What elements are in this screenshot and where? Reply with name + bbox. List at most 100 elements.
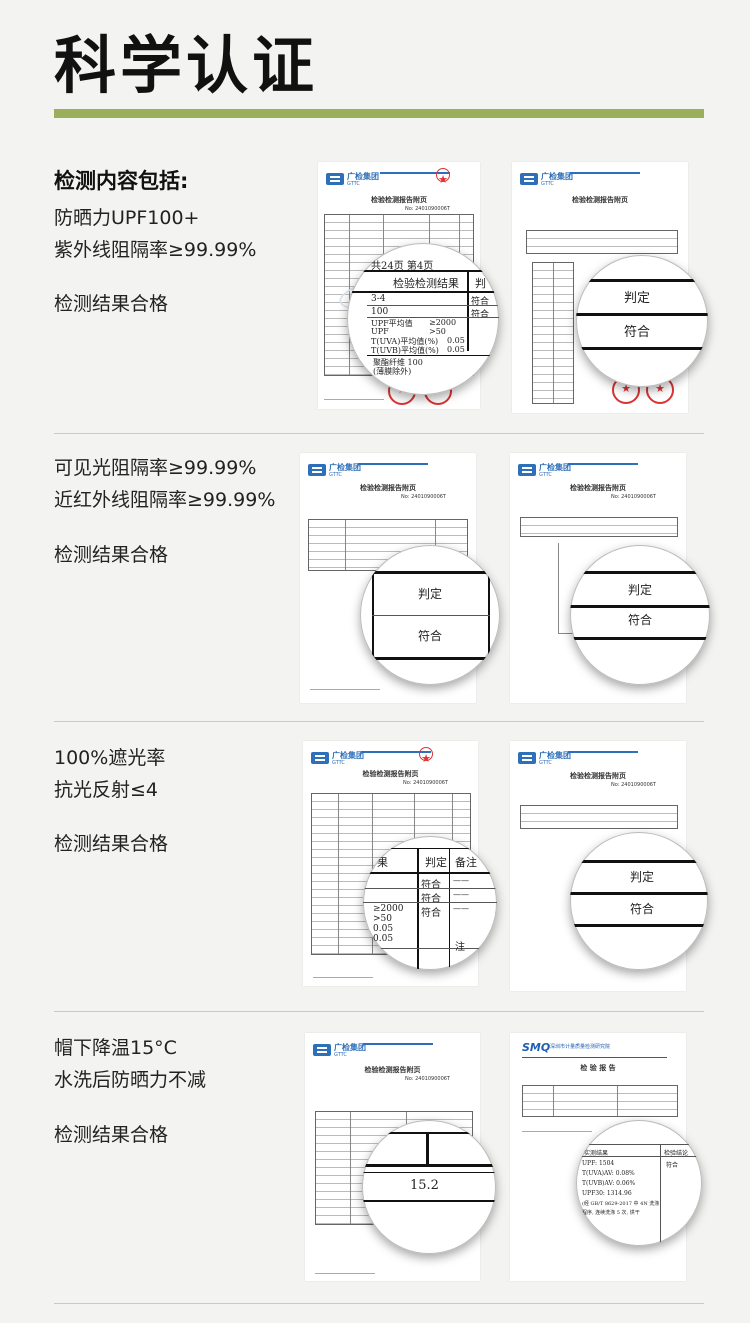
table-cell: 0.05 [373, 934, 394, 944]
section-divider [54, 433, 704, 434]
org-logo: 广检集团 GTTC [308, 461, 361, 479]
test-result: 检测结果合格 [54, 293, 169, 315]
table-cell: T(UVA)平均值(%) [371, 337, 439, 346]
table-line [367, 305, 499, 306]
gttc-logo-icon [326, 173, 344, 185]
table-cell: 符合 [421, 908, 441, 919]
table-line [570, 860, 708, 863]
report-title: 检验检测报告附页 [570, 483, 626, 492]
org-logo: 广检集团 GTTC [520, 170, 573, 188]
column-header: 判定 [425, 856, 447, 869]
table-line [576, 279, 708, 282]
gttc-logo-icon [313, 1044, 331, 1056]
magnified-detail: 果 判定 备注 符合 —— 符合 —— ≥2000 符合 —— >50 0.05… [363, 836, 497, 970]
table-cell: (经 GB/T 8629-2017 中 4N 洗涤 [582, 1201, 660, 1207]
table-cell: 注 [455, 942, 465, 953]
feature-item: 可见光阻隔率≥99.99% [54, 457, 257, 479]
magnified-detail: 判定 符合 [570, 545, 710, 685]
footer-line [315, 1273, 375, 1274]
table-col-divider [345, 520, 346, 570]
table-cell: >50 [429, 327, 446, 336]
temperature-value: 15.2 [410, 1178, 439, 1193]
report-number: No: 2401090006T [401, 494, 446, 500]
table-line [449, 848, 450, 970]
report-title: 检验检测报告附页 [362, 769, 419, 778]
report-number: No: 2401090006T [611, 494, 656, 500]
column-header: 实测结果 [584, 1150, 609, 1157]
gttc-logo-icon [520, 173, 538, 185]
report-table [532, 262, 574, 404]
table-col-divider [617, 1086, 618, 1116]
org-header-line [570, 172, 640, 174]
table-cell: T(UVA)AV: 0.08% [582, 1170, 635, 1177]
chart-axis [558, 543, 559, 633]
table-line [570, 924, 708, 927]
table-col-divider [553, 263, 554, 403]
table-cell: 0.05 [373, 924, 394, 934]
org-name: 广检集团 [539, 750, 571, 760]
table-cell: 0.05 [447, 345, 465, 354]
org-sub: GTTC [539, 759, 552, 766]
org-header-line [568, 463, 638, 465]
text-line [522, 1131, 592, 1132]
table-cell: —— [453, 904, 469, 913]
magnified-detail: 判定 符合 [576, 255, 708, 387]
org-sub: GTTC [334, 1051, 347, 1058]
table-col-divider [349, 215, 350, 375]
org-name: 广检集团 [541, 171, 573, 181]
table-line [426, 1132, 429, 1166]
table-line [570, 892, 708, 895]
table-line [570, 605, 710, 608]
feature-item: 帽下降温15°C [54, 1037, 177, 1059]
table-line [360, 657, 500, 660]
table-line [576, 1156, 702, 1157]
table-line [576, 347, 708, 350]
report-table [520, 517, 678, 537]
table-col-divider [350, 1112, 351, 1224]
smq-org-name: 深圳市计量质量检测研究院 [550, 1044, 611, 1050]
feature-item: 近红外线阻隔率≥99.99% [54, 489, 276, 511]
table-cell: 聚酯纤维 100 [373, 358, 423, 367]
verdict-value: 符合 [630, 902, 655, 916]
report-table [526, 230, 678, 254]
report-number: No: 2401090006T [405, 1076, 450, 1082]
table-cell: 100 [371, 307, 389, 317]
table-line [467, 271, 469, 351]
column-header: 检验结论 [664, 1150, 689, 1157]
verdict-header: 判定 [624, 291, 651, 306]
table-line [367, 317, 499, 318]
footer-line [313, 977, 373, 978]
table-col-divider [338, 794, 339, 954]
table-cell: 符合 [471, 310, 490, 320]
org-header-line [358, 463, 428, 465]
table-line [362, 1132, 496, 1134]
footer-line [324, 399, 384, 400]
gttc-logo-icon [311, 752, 329, 764]
title-accent-bar [54, 109, 704, 118]
org-logo: 广检集团 GTTC [313, 1041, 366, 1059]
table-line [372, 571, 374, 685]
table-line [417, 848, 419, 970]
section-heading: 检测内容包括: [54, 169, 189, 193]
column-header: 果 [377, 856, 388, 869]
org-sub: GTTC [332, 759, 345, 766]
table-cell: UPF30: 1314.96 [582, 1190, 632, 1197]
table-line [576, 313, 708, 316]
report-title: 检验检测报告附页 [360, 483, 416, 492]
org-name: 广检集团 [347, 171, 379, 181]
table-line [367, 355, 499, 356]
table-line [363, 888, 497, 889]
verdict-header: 判定 [630, 870, 655, 884]
org-name: 广检集团 [539, 462, 571, 472]
org-sub: GTTC [539, 471, 552, 478]
table-cell: UPF [371, 327, 389, 336]
smq-logo: SMQ [522, 1041, 551, 1054]
report-number: No: 2401090006T [611, 782, 656, 788]
table-line [363, 902, 497, 903]
org-header-line [363, 1043, 433, 1045]
feature-item: 水洗后防晒力不减 [54, 1069, 207, 1091]
verdict-value: 符合 [628, 613, 653, 627]
report-table [522, 1085, 678, 1117]
table-line [347, 270, 499, 272]
feature-item: 抗光反射≤4 [54, 779, 159, 801]
